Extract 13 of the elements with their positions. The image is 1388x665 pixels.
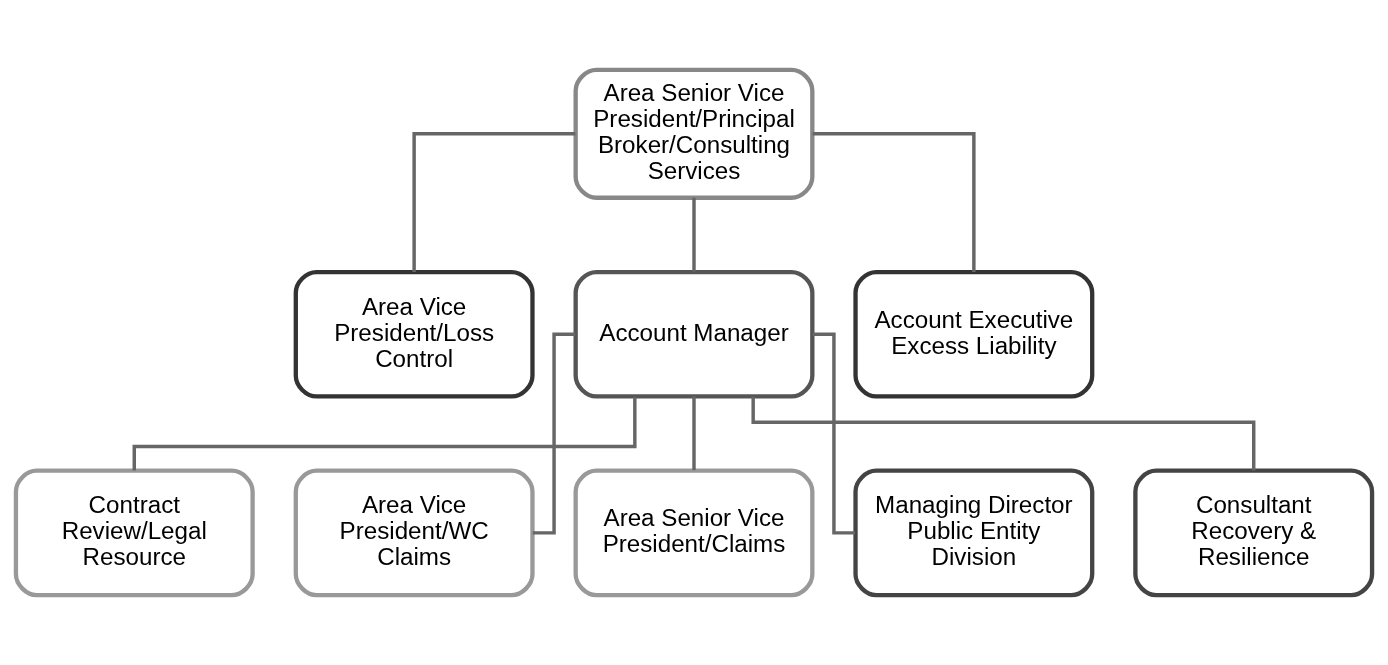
connector bbox=[412, 132, 576, 272]
connector bbox=[692, 396, 696, 471]
node-box: Area Senior Vice President/Principal Broker/Consulting Services bbox=[573, 67, 815, 200]
connector bbox=[812, 132, 976, 272]
node-box: Contract Review/Legal Resource bbox=[13, 468, 255, 598]
node-box: Account Executive Excess Liability bbox=[853, 269, 1095, 399]
node-box: Area Vice President/Loss Control bbox=[293, 269, 535, 399]
node-box: Area Vice President/WC Claims bbox=[293, 468, 535, 598]
node-box: Managing Director Public Entity Division bbox=[853, 468, 1095, 598]
connector bbox=[692, 197, 696, 272]
node-box: Account Manager bbox=[573, 269, 815, 399]
node-box: Consultant Recovery & Resilience bbox=[1133, 468, 1375, 598]
node-box: Area Senior Vice President/Claims bbox=[573, 468, 815, 598]
